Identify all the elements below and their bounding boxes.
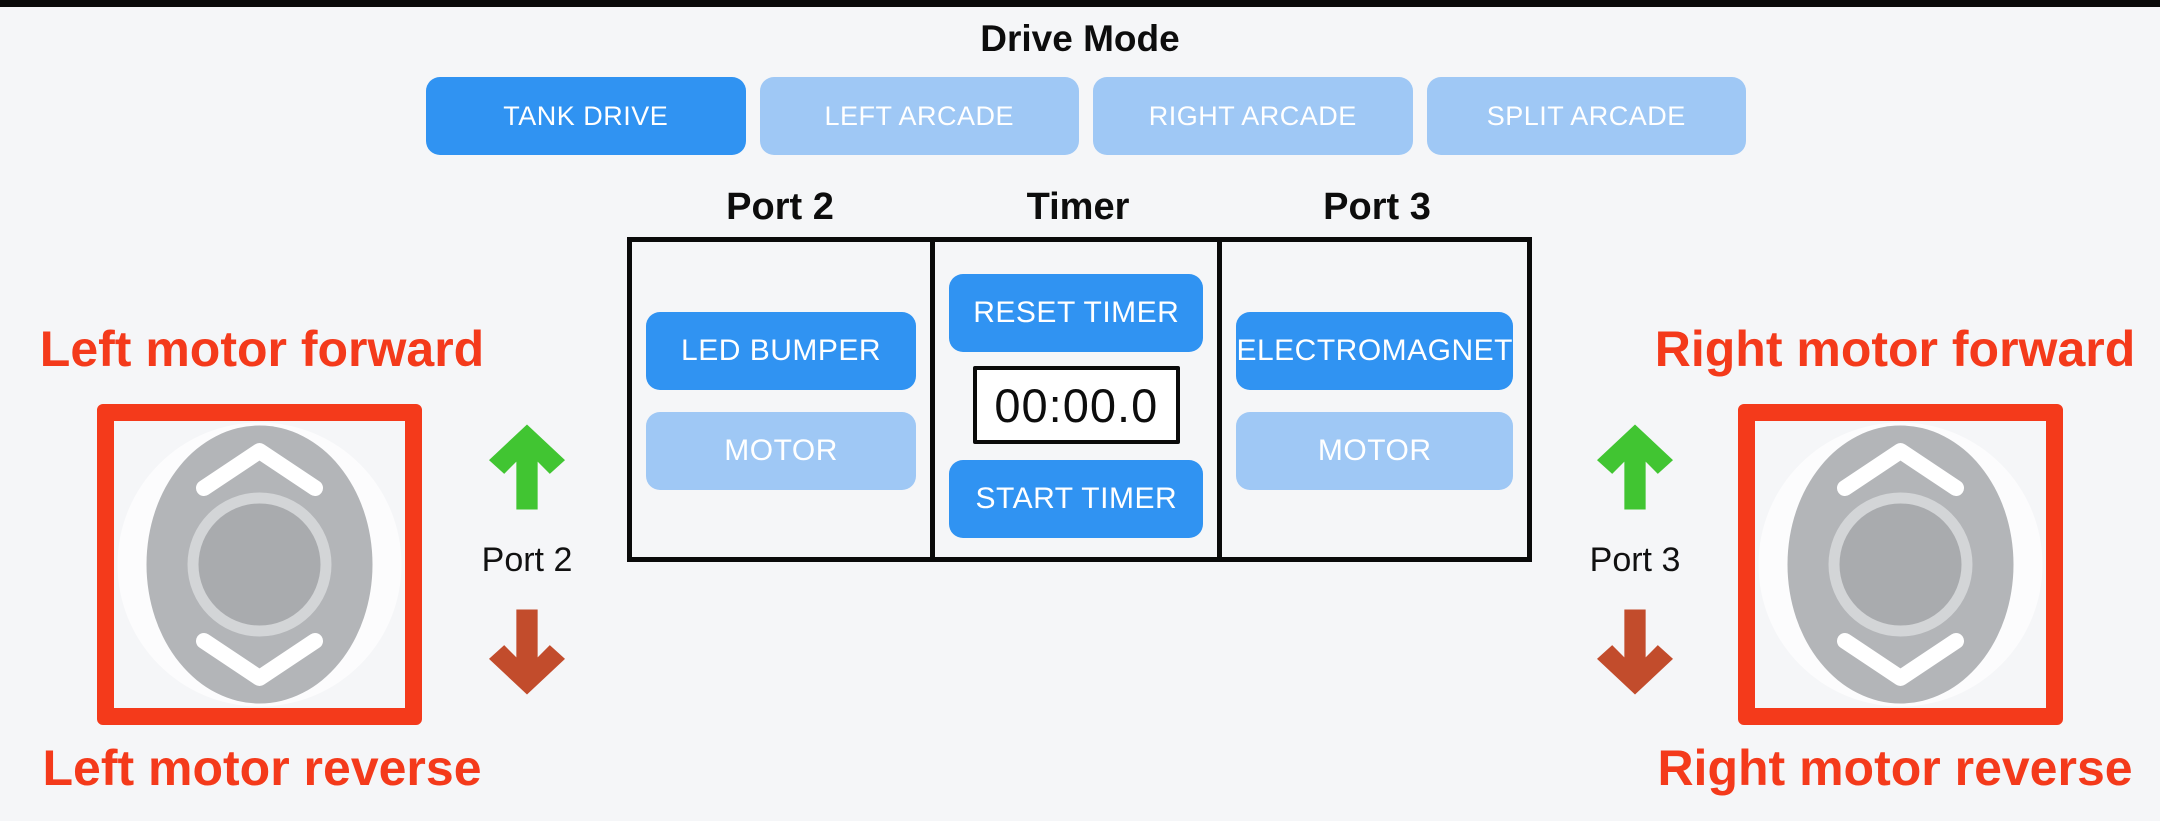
port2-column-header: Port 2: [726, 186, 834, 228]
mode-button-left-arcade[interactable]: LEFT ARCADE: [759, 77, 1079, 155]
reset-timer-button[interactable]: RESET TIMER: [949, 274, 1204, 352]
right-joystick-knob[interactable]: [1839, 503, 1962, 626]
port2-column: LED BUMPER MOTOR: [632, 242, 930, 557]
down-chevron-icon: [196, 633, 323, 686]
right-joystick[interactable]: [1738, 404, 2063, 725]
up-arrow-icon: [1597, 424, 1673, 510]
left-motor-reverse-label: Left motor reverse: [42, 740, 482, 796]
port2-motor-button[interactable]: MOTOR: [646, 412, 917, 490]
up-arrow-icon: [489, 424, 565, 510]
mode-button-tank-drive[interactable]: TANK DRIVE: [426, 77, 746, 155]
top-border-bar: [0, 0, 2160, 7]
timer-column: RESET TIMER 00:00.0 START TIMER: [930, 242, 1223, 557]
mode-button-right-arcade[interactable]: RIGHT ARCADE: [1093, 77, 1413, 155]
timer-display: 00:00.0: [972, 366, 1180, 444]
right-motor-forward-label: Right motor forward: [1654, 321, 2136, 377]
drive-mode-title: Drive Mode: [980, 18, 1180, 59]
right-port-label: Port 3: [1589, 541, 1681, 579]
port3-column: ELECTROMAGNET MOTOR: [1222, 242, 1527, 557]
up-chevron-icon: [1837, 443, 1964, 496]
timer-column-header: Timer: [1026, 186, 1130, 228]
left-joystick[interactable]: [97, 404, 422, 725]
up-chevron-icon: [196, 443, 323, 496]
start-timer-button[interactable]: START TIMER: [949, 460, 1204, 538]
down-chevron-icon: [1837, 633, 1964, 686]
right-joystick-face: [1758, 422, 2043, 707]
left-motor-forward-label: Left motor forward: [39, 321, 485, 377]
port3-column-header: Port 3: [1323, 186, 1431, 228]
control-panel-table: LED BUMPER MOTOR RESET TIMER 00:00.0 STA…: [627, 237, 1532, 562]
drive-mode-button-row: TANK DRIVE LEFT ARCADE RIGHT ARCADE SPLI…: [426, 77, 1746, 155]
led-bumper-button[interactable]: LED BUMPER: [646, 312, 917, 390]
left-joystick-knob[interactable]: [198, 503, 321, 626]
electromagnet-button[interactable]: ELECTROMAGNET: [1236, 312, 1513, 390]
right-motor-reverse-label: Right motor reverse: [1657, 740, 2133, 796]
mode-button-split-arcade[interactable]: SPLIT ARCADE: [1426, 77, 1746, 155]
down-arrow-icon: [489, 609, 565, 695]
left-port-label: Port 2: [481, 541, 573, 579]
port3-motor-button[interactable]: MOTOR: [1236, 412, 1513, 490]
down-arrow-icon: [1597, 609, 1673, 695]
left-joystick-face: [117, 422, 402, 707]
